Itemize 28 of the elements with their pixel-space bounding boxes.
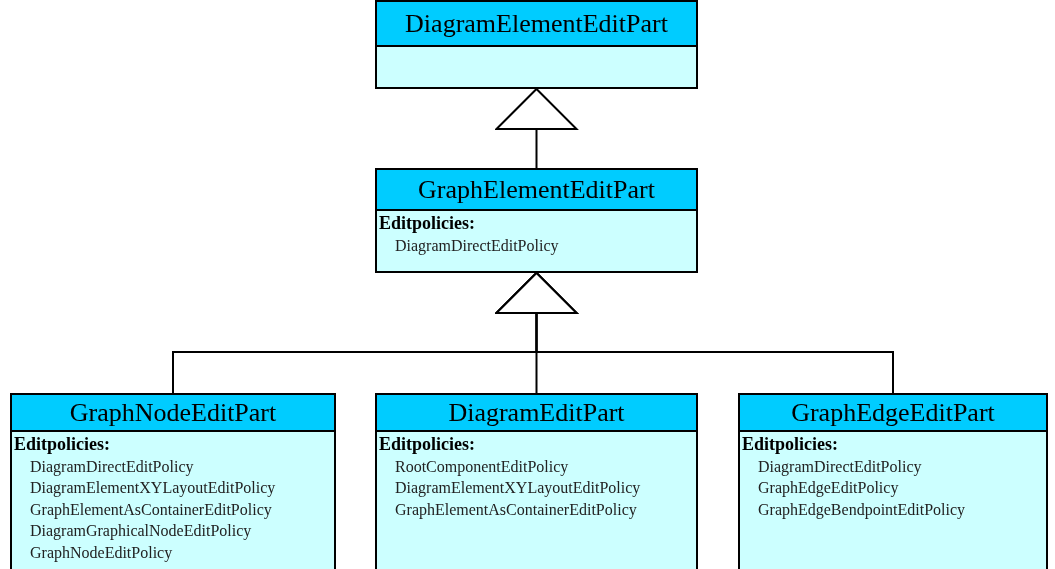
inheritance-arrow (495, 272, 894, 394)
class-name: DiagramElementEditPart (405, 8, 668, 40)
class-box (375, 393, 698, 569)
class-name: GraphNodeEditPart (69, 397, 277, 429)
policy-name: DiagramDirectEditPolicy (757, 456, 922, 477)
section-heading: Editpolicies: (379, 213, 475, 235)
section-heading: Editpolicies: (742, 434, 838, 456)
policy-name: GraphElementAsContainerEditPolicy (29, 499, 272, 520)
policy-name: DiagramDirectEditPolicy (29, 456, 194, 477)
class-box (10, 393, 336, 569)
class-name: DiagramEditPart (448, 397, 625, 429)
class-box (738, 393, 1048, 569)
policy-name: GraphEdgeBendpointEditPolicy (757, 499, 966, 520)
policy-name: GraphElementAsContainerEditPolicy (394, 499, 637, 520)
policy-name: DiagramElementXYLayoutEditPolicy (394, 478, 641, 499)
policy-name: DiagramDirectEditPolicy (394, 235, 559, 256)
policy-name: GraphEdgeEditPolicy (757, 478, 899, 499)
policy-name: RootComponentEditPolicy (394, 456, 569, 477)
section-heading: Editpolicies: (379, 434, 475, 456)
inheritance-arrow (495, 88, 578, 169)
policy-name: DiagramGraphicalNodeEditPolicy (29, 521, 252, 542)
class-box (375, 0, 698, 89)
class-name: GraphElementEditPart (418, 174, 655, 206)
policy-name: GraphNodeEditPolicy (29, 542, 173, 563)
section-heading: Editpolicies: (14, 434, 110, 456)
policy-name: DiagramElementXYLayoutEditPolicy (29, 478, 276, 499)
class-name: GraphEdgeEditPart (791, 397, 995, 429)
class-box (375, 168, 698, 273)
